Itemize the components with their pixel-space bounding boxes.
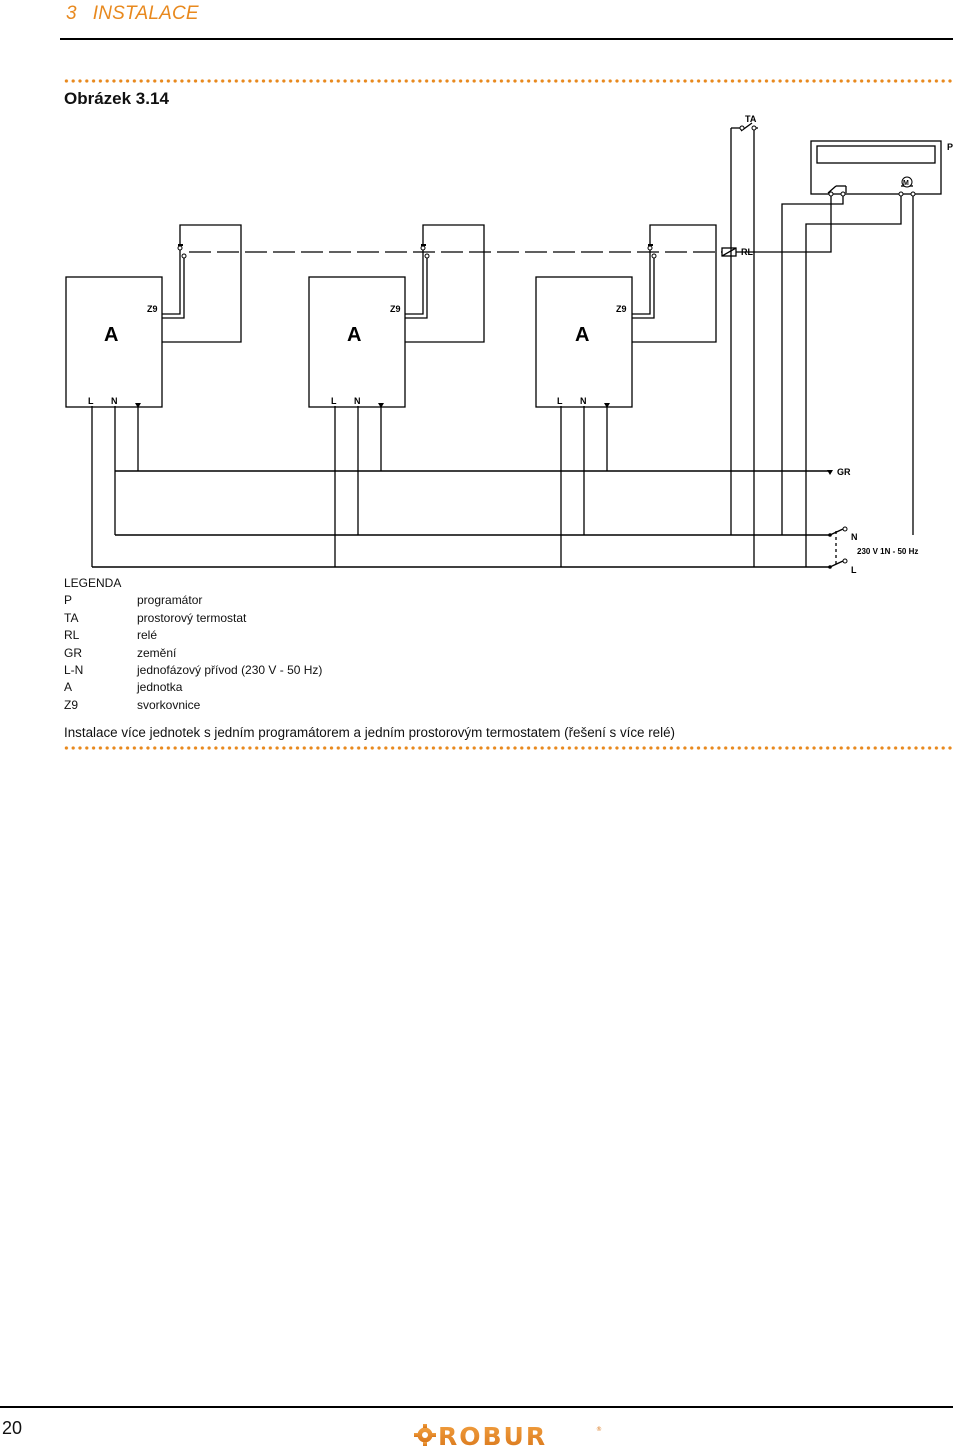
ta-label: TA bbox=[745, 114, 757, 124]
l-terminal-2: L bbox=[331, 396, 337, 406]
l-terminal-3: L bbox=[557, 396, 563, 406]
legend-key: GR bbox=[64, 645, 82, 660]
legend-value: jednofázový přívod (230 V - 50 Hz) bbox=[137, 663, 323, 678]
header-rule bbox=[60, 38, 953, 40]
dotted-separator-top bbox=[63, 79, 953, 83]
chapter-number: 3 bbox=[66, 3, 77, 24]
supply-n-label: N bbox=[851, 532, 858, 542]
motor-label: M bbox=[903, 180, 909, 187]
legend-value: prostorový termostat bbox=[137, 610, 247, 625]
legend-row: TA prostorový termostat bbox=[64, 610, 322, 627]
legend-value: zemění bbox=[137, 645, 177, 660]
page-number: 20 bbox=[2, 1418, 23, 1438]
legend-row: RL relé bbox=[64, 627, 322, 644]
p-label: P bbox=[947, 142, 953, 152]
z9-label-2: Z9 bbox=[390, 304, 401, 314]
unit-label-1: A bbox=[104, 324, 118, 346]
svg-text:®: ® bbox=[596, 1426, 602, 1433]
legend-key: P bbox=[64, 593, 73, 608]
legend-value: jednotka bbox=[137, 680, 183, 695]
rl-label: RL bbox=[741, 247, 753, 257]
motor-icon bbox=[901, 176, 913, 188]
legend-key: RL bbox=[64, 628, 80, 643]
supply-spec-label: 230 V 1N - 50 Hz bbox=[857, 547, 918, 556]
wiring-diagram: A A A Z9 Z9 Z9 L N L N L N TA P M RL GR … bbox=[65, 114, 953, 575]
ground-arrow-icon bbox=[135, 403, 141, 408]
legend-row: GR zemění bbox=[64, 645, 322, 662]
z9-label-3: Z9 bbox=[616, 304, 627, 314]
legend-row: L-N jednofázový přívod (230 V - 50 Hz) bbox=[64, 662, 322, 679]
n-terminal-2: N bbox=[354, 396, 361, 406]
legend-value: relé bbox=[137, 628, 158, 643]
legend-key: Z9 bbox=[64, 697, 79, 712]
legend-row: Z9 svorkovnice bbox=[64, 697, 322, 714]
legend-title: LEGENDA bbox=[64, 576, 122, 590]
gr-label: GR bbox=[837, 467, 851, 477]
logo-wordmark: ROBUR bbox=[438, 1423, 547, 1449]
legend-key: A bbox=[64, 680, 73, 695]
z9-label-1: Z9 bbox=[147, 304, 158, 314]
n-terminal-1: N bbox=[111, 396, 118, 406]
unit-label-3: A bbox=[575, 324, 589, 346]
legend-key: TA bbox=[64, 610, 79, 625]
robur-logo: ROBUR ® bbox=[414, 1423, 602, 1449]
supply-l-label: L bbox=[851, 565, 857, 575]
n-terminal-3: N bbox=[580, 396, 587, 406]
legend-value: programátor bbox=[137, 593, 203, 608]
l-terminal-1: L bbox=[88, 396, 94, 406]
footer-rule bbox=[0, 1406, 953, 1408]
dotted-separator-bottom bbox=[63, 746, 953, 750]
unit-label-2: A bbox=[347, 324, 361, 346]
chapter-title: INSTALACE bbox=[92, 3, 199, 24]
legend-key: L-N bbox=[64, 663, 84, 678]
legend-value: svorkovnice bbox=[137, 697, 201, 712]
figure-caption: Instalace více jednotek s jedním program… bbox=[64, 725, 676, 740]
chapter-heading: 3 INSTALACE bbox=[66, 3, 215, 25]
figure-title: Obrázek 3.14 bbox=[64, 89, 169, 108]
